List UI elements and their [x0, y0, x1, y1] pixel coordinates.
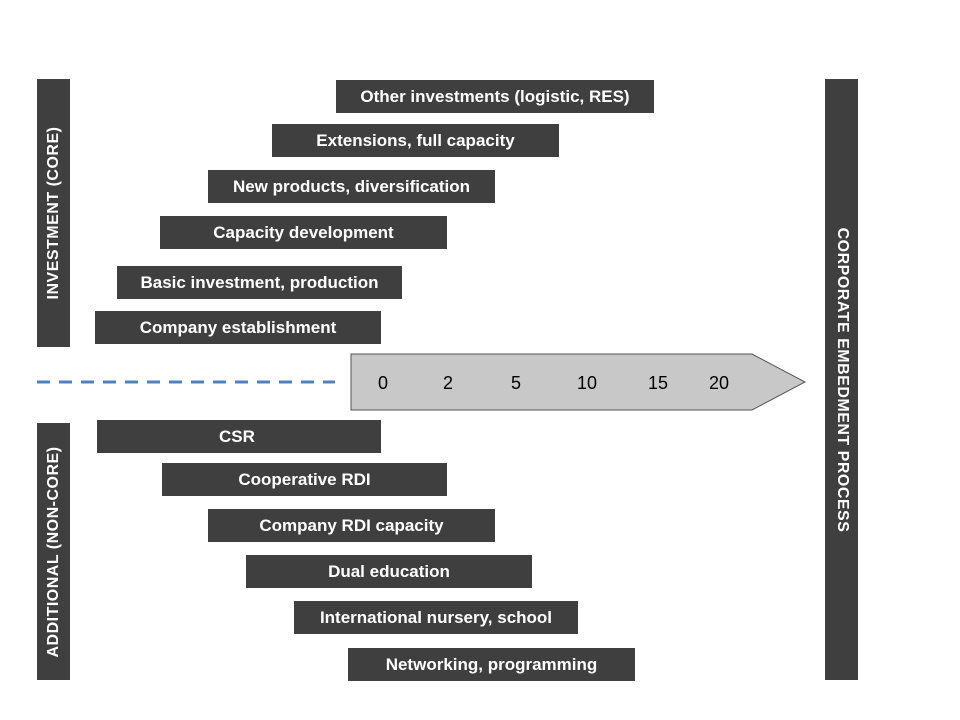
noncore-item-cooperative-rdi: Cooperative RDI — [162, 463, 447, 496]
timeline-tick: 2 — [442, 373, 454, 393]
timeline-tick: 5 — [510, 373, 522, 393]
embedment-side-panel: CORPORATE EMBEDMENT PROCESS — [825, 79, 858, 680]
noncore-item-dual-education: Dual education — [246, 555, 532, 588]
timeline-arrow — [350, 353, 807, 411]
timeline-tick: 20 — [708, 373, 730, 393]
noncore-item-networking: Networking, programming — [348, 648, 635, 681]
core-item-other-investments: Other investments (logistic, RES) — [336, 80, 654, 113]
core-item-extensions: Extensions, full capacity — [272, 124, 559, 157]
noncore-item-csr: CSR — [97, 420, 381, 453]
core-item-capacity-development: Capacity development — [160, 216, 447, 249]
core-item-company-establishment: Company establishment — [95, 311, 381, 344]
core-item-new-products: New products, diversification — [208, 170, 495, 203]
timeline-tick: 15 — [647, 373, 669, 393]
noncore-side-panel: ADDITIONAL (NON-CORE) — [37, 423, 70, 680]
core-side-panel: INVESTMENT (CORE) — [37, 79, 70, 347]
timeline-tick: 0 — [377, 373, 389, 393]
timeline-tick: 10 — [576, 373, 598, 393]
noncore-item-international-nursery: International nursery, school — [294, 601, 578, 634]
core-item-basic-investment: Basic investment, production — [117, 266, 402, 299]
noncore-item-company-rdi-capacity: Company RDI capacity — [208, 509, 495, 542]
